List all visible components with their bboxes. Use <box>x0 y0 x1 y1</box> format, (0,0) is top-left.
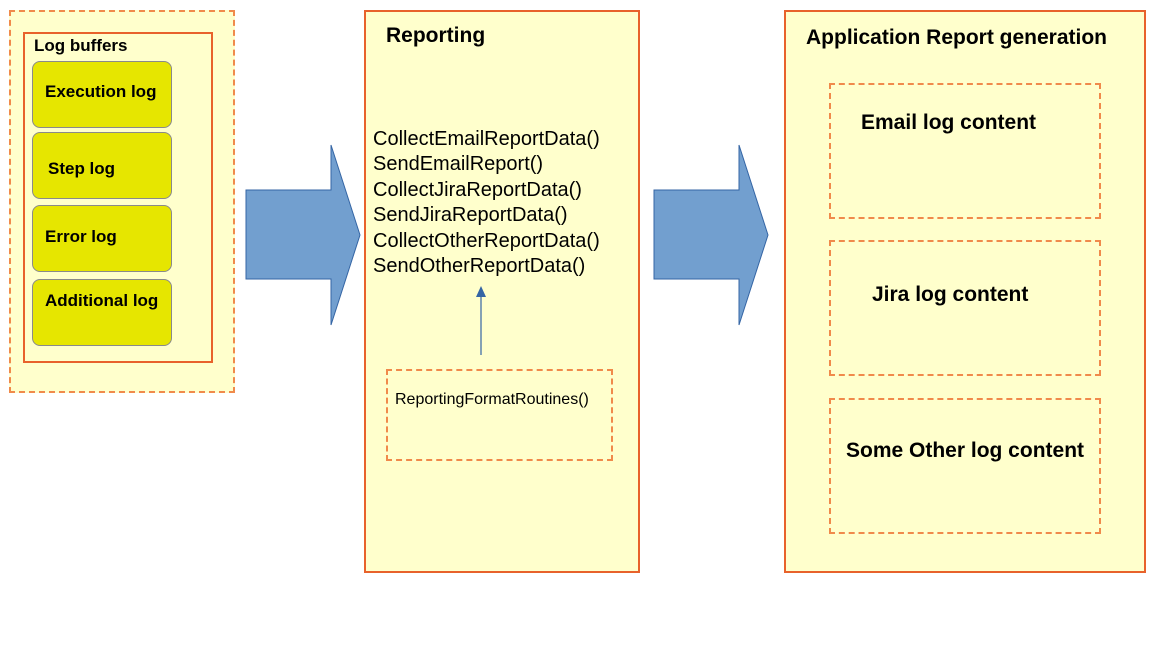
log-buffers-title: Log buffers <box>34 36 128 55</box>
additional-log-box: Additional log <box>32 279 172 346</box>
function-collect-other: CollectOtherReportData() <box>373 229 600 252</box>
execution-log-box: Execution log <box>32 61 172 128</box>
function-collect-jira: CollectJiraReportData() <box>373 178 582 201</box>
jira-content-box <box>829 240 1101 376</box>
reporting-function-list: CollectEmailReportData() SendEmailReport… <box>373 127 600 279</box>
additional-log-label: Additional log <box>45 291 159 310</box>
jira-content-label: Jira log content <box>872 283 1029 306</box>
format-routines-box <box>386 369 613 461</box>
arrow-buffers-to-reporting <box>245 144 361 326</box>
function-collect-email: CollectEmailReportData() <box>373 128 600 150</box>
function-send-jira: SendJiraReportData() <box>373 204 568 227</box>
arrow-reporting-to-app <box>653 144 769 326</box>
step-log-label: Step log <box>48 159 116 178</box>
execution-log-label: Execution log <box>45 82 157 101</box>
email-content-label: Email log content <box>861 111 1037 134</box>
reporting-title: Reporting <box>386 24 486 47</box>
function-send-email: SendEmailReport() <box>373 153 544 176</box>
reporting-panel <box>364 10 640 573</box>
format-routines-label: ReportingFormatRoutines() <box>395 391 589 408</box>
other-content-box <box>829 398 1101 534</box>
error-log-label: Error log <box>45 227 117 246</box>
function-send-other: SendOtherReportData() <box>373 255 586 278</box>
email-content-box <box>829 83 1101 219</box>
step-log-box: Step log <box>32 132 172 199</box>
other-content-label: Some Other log content <box>846 439 1085 462</box>
format-to-functions-arrowhead <box>476 286 486 297</box>
app-report-title: Application Report generation <box>806 26 1108 49</box>
error-log-box: Error log <box>32 205 172 272</box>
